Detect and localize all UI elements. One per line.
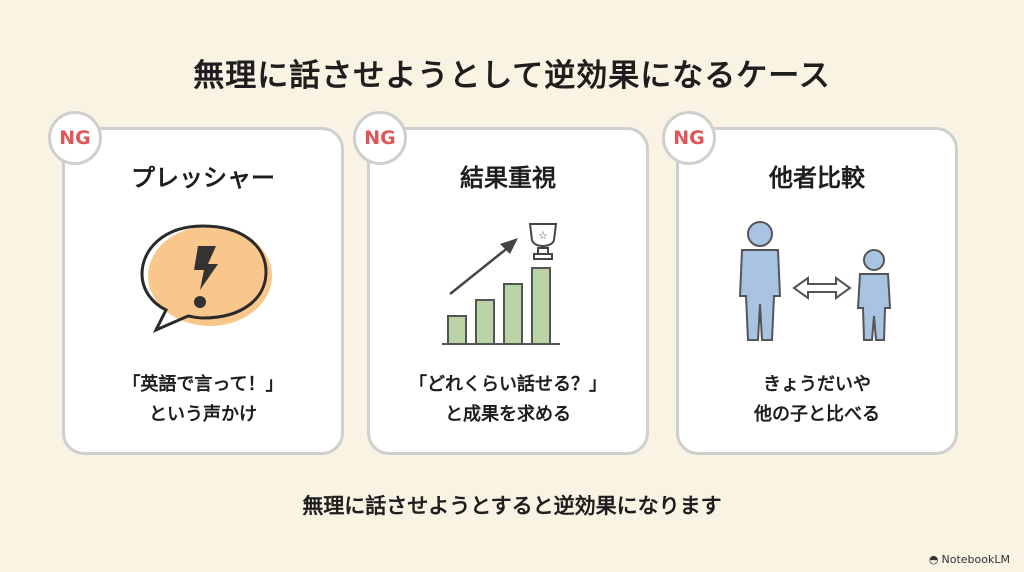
card-desc-line: 他の子と比べる [754,404,880,425]
bar-chart-trophy-icon: ☆ [438,218,578,357]
brand-name: NotebookLM [941,553,1010,566]
card-title: プレッシャー [131,164,275,192]
ng-badge: NG [662,111,716,165]
card-desc-line: 「どれくらい話せる？」 [409,374,607,395]
card-desc-line: と成果を求める [445,404,571,425]
card-comparison: NG 他者比較 きょうだいや 他の子と比べる [662,111,958,455]
speech-bubble-alert-icon [128,218,278,342]
card-results: NG 結果重視 ☆ 「どれくらい話せる？」 と成果を求める [353,111,649,455]
card-title: 他者比較 [769,164,865,192]
brand-watermark: ◓ NotebookLM [929,553,1010,566]
notebooklm-logo-icon: ◓ [928,553,939,566]
card-title: 結果重視 [460,164,556,192]
card-desc-line: きょうだいや [763,374,871,395]
card-desc-line: 「英語で言って！」 [122,374,284,395]
card-desc-line: という声かけ [149,404,257,425]
page-title: 無理に話させようとして逆効果になるケース [193,58,831,94]
ng-badge: NG [48,111,102,165]
svg-text:☆: ☆ [538,229,548,242]
compare-people-icon [732,218,902,352]
footer-summary: 無理に話させようとすると逆効果になります [302,494,722,518]
card-pressure: NG プレッシャー 「英語で言って！」 という声かけ [48,111,344,455]
ng-badge: NG [353,111,407,165]
